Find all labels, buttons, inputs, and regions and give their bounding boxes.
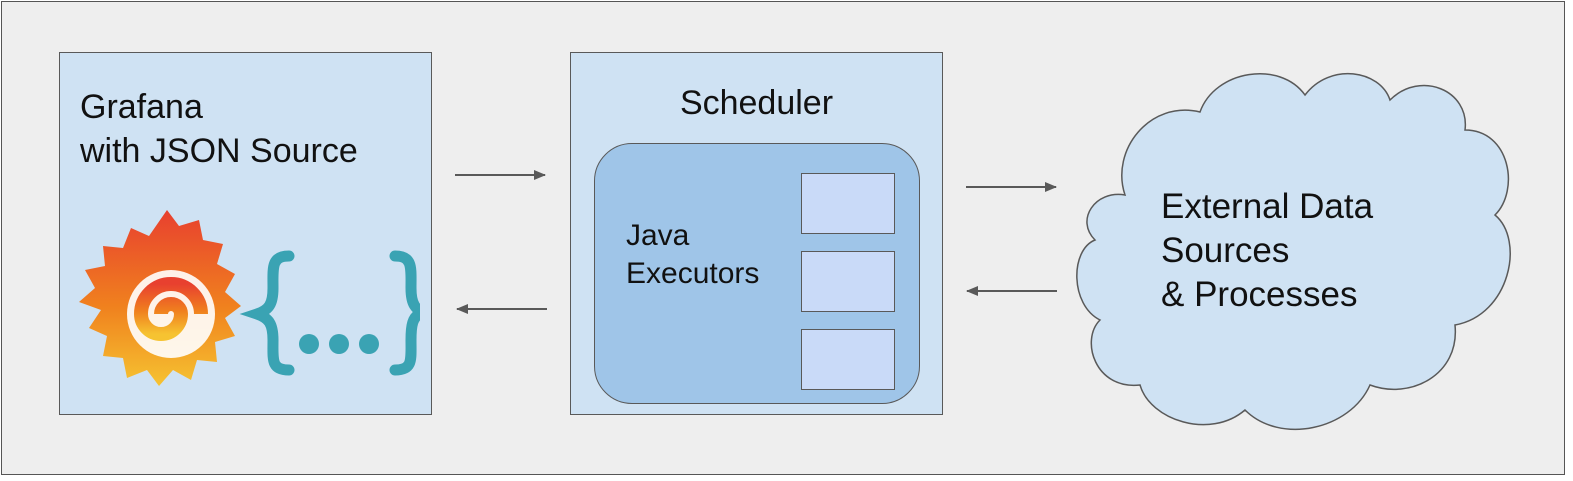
grafana-logo [79, 210, 433, 386]
json-braces-icon [239, 250, 433, 376]
executor-slot [801, 251, 895, 312]
grafana-title: Grafana with JSON Source [80, 88, 358, 170]
executor-slot [801, 173, 895, 234]
java-executors-panel: Java Executors [594, 143, 920, 404]
scheduler-node: Scheduler Java Executors [570, 52, 943, 415]
scheduler-title: Scheduler [679, 84, 834, 122]
grafana-logo-group [75, 210, 433, 395]
json-dots-icon [299, 334, 379, 354]
external-cloud-shape [1076, 72, 1511, 431]
java-executors-label: Java Executors [626, 219, 760, 290]
executor-slot [801, 329, 895, 390]
external-sources-label: External Data Sources & Processes [1161, 187, 1374, 314]
grafana-gear-icon [79, 210, 241, 386]
